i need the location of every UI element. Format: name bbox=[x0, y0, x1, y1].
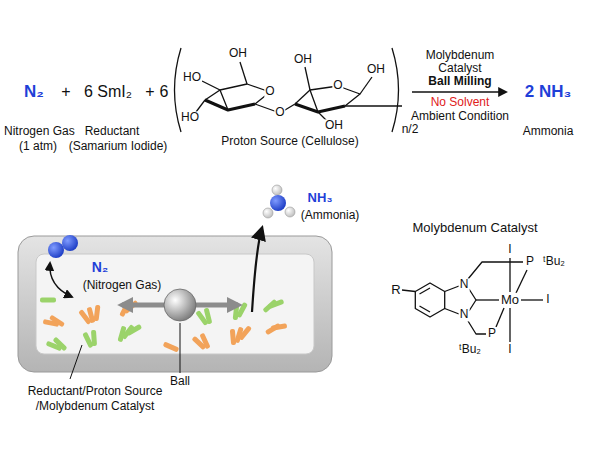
operator: + bbox=[144, 83, 155, 101]
particle bbox=[40, 298, 56, 303]
coefficient: 6 bbox=[159, 83, 170, 101]
part-label: Ball bbox=[169, 375, 191, 388]
name-label: (Nitrogen Gas) bbox=[83, 279, 162, 292]
atom-label: HO bbox=[182, 71, 202, 84]
formula: N₂ bbox=[23, 83, 45, 102]
name-label: Proton Source (Cellulose) bbox=[220, 135, 359, 148]
nh3-molecule bbox=[263, 185, 295, 218]
name-label: Reductant bbox=[84, 125, 141, 138]
atom-label: P bbox=[487, 327, 497, 340]
leader-line bbox=[180, 323, 181, 373]
atom-label: P bbox=[525, 255, 535, 268]
formula: N₂ bbox=[92, 260, 108, 275]
atom-label: O bbox=[264, 85, 275, 98]
atom-label: OH bbox=[228, 47, 248, 60]
particle bbox=[199, 333, 210, 350]
condition-label: Ball Milling bbox=[427, 75, 492, 88]
formula: 2 NH₃ bbox=[524, 83, 573, 102]
name-label: (1 atm) bbox=[18, 140, 58, 153]
atom-label: ᵗBu₂ bbox=[458, 343, 482, 356]
atom-label: HO bbox=[180, 111, 200, 124]
formula: 6 SmI₂ bbox=[83, 83, 133, 101]
reaction-arrow bbox=[412, 91, 506, 92]
atom-label: Mo bbox=[500, 293, 520, 307]
name-label: Nitrogen Gas bbox=[3, 125, 76, 138]
particle bbox=[94, 305, 101, 321]
atom-label: I bbox=[507, 343, 512, 356]
atom-label: OH bbox=[324, 119, 344, 132]
release-arrow bbox=[252, 228, 262, 312]
atom-label: OH bbox=[293, 53, 313, 66]
atom-label: O bbox=[332, 79, 343, 92]
particle bbox=[230, 329, 236, 345]
ball bbox=[164, 289, 196, 321]
particle bbox=[238, 325, 252, 341]
mill-jar-outline bbox=[18, 236, 332, 372]
condition-label: Ambient Condition bbox=[410, 110, 510, 123]
atom-label: O bbox=[274, 106, 285, 119]
particle bbox=[126, 324, 142, 336]
atom-label: R bbox=[390, 283, 401, 297]
name-label: (Ammonia) bbox=[300, 209, 361, 222]
mill-jar-inner bbox=[36, 254, 314, 354]
name-label: Ammonia bbox=[522, 125, 575, 138]
subscript-label: n/2 bbox=[401, 123, 420, 136]
condition-label: Molybdenum bbox=[425, 49, 496, 62]
leader-line bbox=[70, 345, 82, 379]
formula: NH₃ bbox=[307, 191, 334, 205]
exchange-arrow bbox=[50, 263, 72, 297]
particle bbox=[49, 315, 65, 328]
part-label: /Molybdenum Catalyst bbox=[35, 400, 156, 413]
structure-title: Molybdenum Catalyst bbox=[412, 221, 539, 235]
atom-label: N bbox=[459, 278, 470, 291]
part-label: Reductant/Proton Source bbox=[27, 385, 164, 398]
particle bbox=[87, 307, 96, 324]
cellulose-structure bbox=[175, 48, 403, 132]
n2-molecule bbox=[48, 235, 78, 258]
atom-label: N bbox=[459, 308, 470, 321]
atom-label: I bbox=[507, 243, 512, 256]
particle bbox=[268, 299, 285, 309]
particle bbox=[53, 337, 68, 352]
atom-label: I bbox=[545, 293, 550, 306]
condition-label: Catalyst bbox=[437, 62, 482, 75]
particle bbox=[204, 308, 213, 325]
condition-label: No Solvent bbox=[430, 96, 491, 109]
name-label: (Samarium Iodide) bbox=[68, 140, 169, 153]
particle bbox=[91, 330, 97, 346]
catalyst-structure bbox=[402, 258, 543, 342]
atom-label: OH bbox=[366, 63, 386, 76]
atom-label: ᵗBu₂ bbox=[542, 255, 566, 268]
operator: + bbox=[60, 83, 71, 101]
particle bbox=[271, 323, 288, 330]
mill-jar: N₂ (Nitrogen Gas) bbox=[18, 236, 332, 372]
particle bbox=[163, 342, 180, 353]
